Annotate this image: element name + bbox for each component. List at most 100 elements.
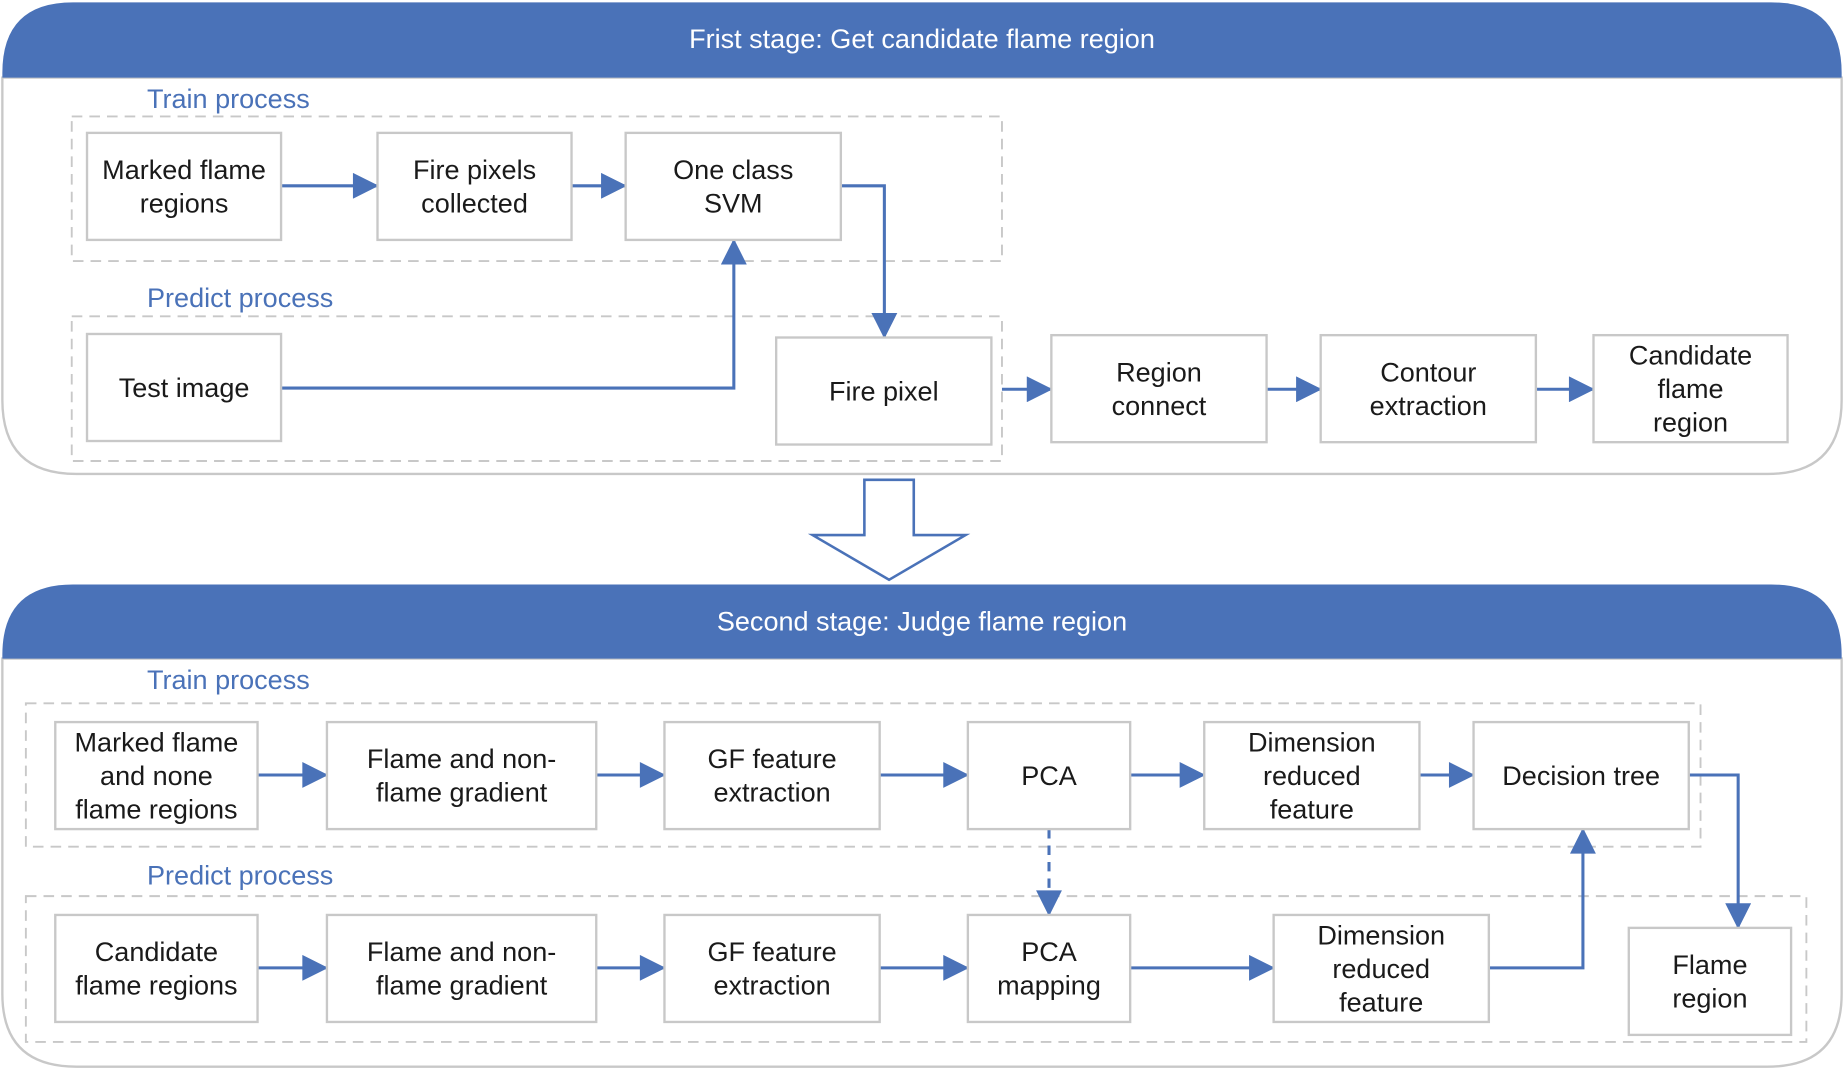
node-box: [966, 913, 1132, 1024]
node-label: flame regions: [75, 971, 237, 1001]
node-s2-gradient-pred: Flame and non-flame gradient: [325, 913, 598, 1024]
edge-s1-test-to-s1-svm: [281, 238, 747, 390]
node-label: Marked flame: [75, 727, 239, 757]
node-box: [663, 913, 881, 1024]
node-box: [1319, 333, 1538, 444]
node-label: Dimension: [1317, 920, 1445, 950]
node-label: Contour: [1380, 357, 1476, 387]
node-s1-firepixel: Fire pixel: [774, 336, 993, 446]
node-box: [325, 720, 598, 831]
node-label: flame gradient: [376, 971, 548, 1001]
node-box: [966, 720, 1132, 831]
node-box: [376, 131, 573, 242]
edge-s1-svm-to-s1-firepixel: [840, 184, 898, 339]
node-box: [1592, 333, 1789, 444]
node-label: Dimension: [1248, 727, 1376, 757]
stage-2-predict-label: Predict process: [147, 860, 333, 890]
node-label: GF feature: [707, 744, 836, 774]
node-label: flame gradient: [376, 778, 548, 808]
node-label: feature: [1339, 987, 1423, 1017]
node-label: GF feature: [707, 937, 836, 967]
edge-s2-dim-pred-to-s2-tree: [1488, 827, 1596, 970]
node-label: region: [1653, 408, 1728, 438]
node-s2-marked: Marked flame and none flame regions: [54, 720, 259, 831]
node-s2-tree: Decision tree: [1472, 720, 1690, 831]
stage-1-predict-label: Predict process: [147, 283, 333, 313]
node-label: Flame and non-: [367, 937, 556, 967]
node-box: [1050, 333, 1268, 444]
node-box: [663, 720, 881, 831]
node-label: Test image: [119, 373, 250, 403]
node-s1-collected: Fire pixels collected: [376, 131, 573, 242]
stage-1-header: [2, 2, 1842, 78]
node-box: [325, 913, 598, 1024]
edge-s2-tree-to-s2-flame: [1688, 773, 1752, 930]
node-box: [774, 336, 993, 446]
node-label: extraction: [713, 778, 830, 808]
node-label: Marked flame: [102, 155, 266, 185]
stage-2-title: Second stage: Judge flame region: [717, 606, 1127, 636]
node-label: Candidate: [95, 937, 218, 967]
stage-1: Frist stage: Get candidate flame region …: [1, 2, 1843, 476]
node-s1-region: Region connect: [1050, 333, 1268, 444]
node-s2-gradient-train: Flame and non-flame gradient: [325, 720, 598, 831]
node-label: Candidate: [1629, 341, 1752, 371]
node-label: PCA: [1021, 937, 1077, 967]
node-label: regions: [140, 189, 229, 219]
stage-1-title: Frist stage: Get candidate flame region: [689, 24, 1155, 54]
node-s2-gf-pred: GF feature extraction: [663, 913, 881, 1024]
node-box: [1203, 720, 1421, 831]
stage-1-nodes: Marked flame regions Fire pixels collected O…: [85, 131, 1789, 446]
node-box: [1272, 913, 1491, 1024]
node-label: extraction: [713, 971, 830, 1001]
node-box: [1627, 926, 1793, 1037]
stage-1-train-group: [70, 115, 1003, 263]
node-box: [85, 332, 283, 443]
hollow-down-arrow-icon: [807, 478, 971, 582]
node-label: PCA: [1021, 761, 1077, 791]
node-label: One class: [673, 155, 793, 185]
node-label: SVM: [704, 189, 763, 219]
node-box: [85, 131, 283, 242]
stage-2-header: [2, 584, 1842, 659]
stage-2-train-label: Train process: [147, 665, 310, 695]
node-s2-pca: PCA: [966, 720, 1132, 831]
stage-2-edges: [257, 762, 1752, 981]
node-label: extraction: [1370, 391, 1487, 421]
stage-2-predict-group: [24, 895, 1808, 1043]
node-label: flame: [1657, 374, 1723, 404]
node-s2-candidate: Candidate flame regions: [54, 913, 259, 1024]
node-s2-pcamap: PCA mapping: [966, 913, 1132, 1024]
node-label: Fire pixel: [829, 376, 939, 406]
node-label: and none: [100, 761, 213, 791]
node-box: [54, 913, 259, 1024]
node-s2-gf-train: GF feature extraction: [663, 720, 881, 831]
node-s1-marked: Marked flame regions: [85, 131, 283, 242]
node-box: [1472, 720, 1690, 831]
node-s1-test: Test image: [85, 332, 283, 443]
stage-1-train-label: Train process: [147, 84, 310, 114]
node-label: connect: [1112, 391, 1207, 421]
node-s1-contour: Contour extraction: [1319, 333, 1538, 444]
node-label: reduced: [1332, 954, 1430, 984]
node-label: collected: [421, 189, 528, 219]
stage-1-predict-group: [70, 315, 1003, 462]
node-label: Region: [1116, 357, 1202, 387]
node-label: flame regions: [75, 795, 237, 825]
node-label: mapping: [997, 971, 1101, 1001]
stage-2: Second stage: Judge flame region Train p…: [1, 584, 1843, 1068]
stage-1-edges: [281, 172, 1595, 403]
node-label: Decision tree: [1502, 761, 1660, 791]
node-s2-flame: Flame region: [1627, 926, 1793, 1037]
node-label: Flame: [1672, 950, 1747, 980]
node-box: [624, 131, 843, 242]
node-label: region: [1672, 984, 1747, 1014]
node-box: [54, 720, 259, 831]
node-label: Flame and non-: [367, 744, 556, 774]
node-label: feature: [1270, 795, 1354, 825]
node-label: Fire pixels: [413, 155, 536, 185]
